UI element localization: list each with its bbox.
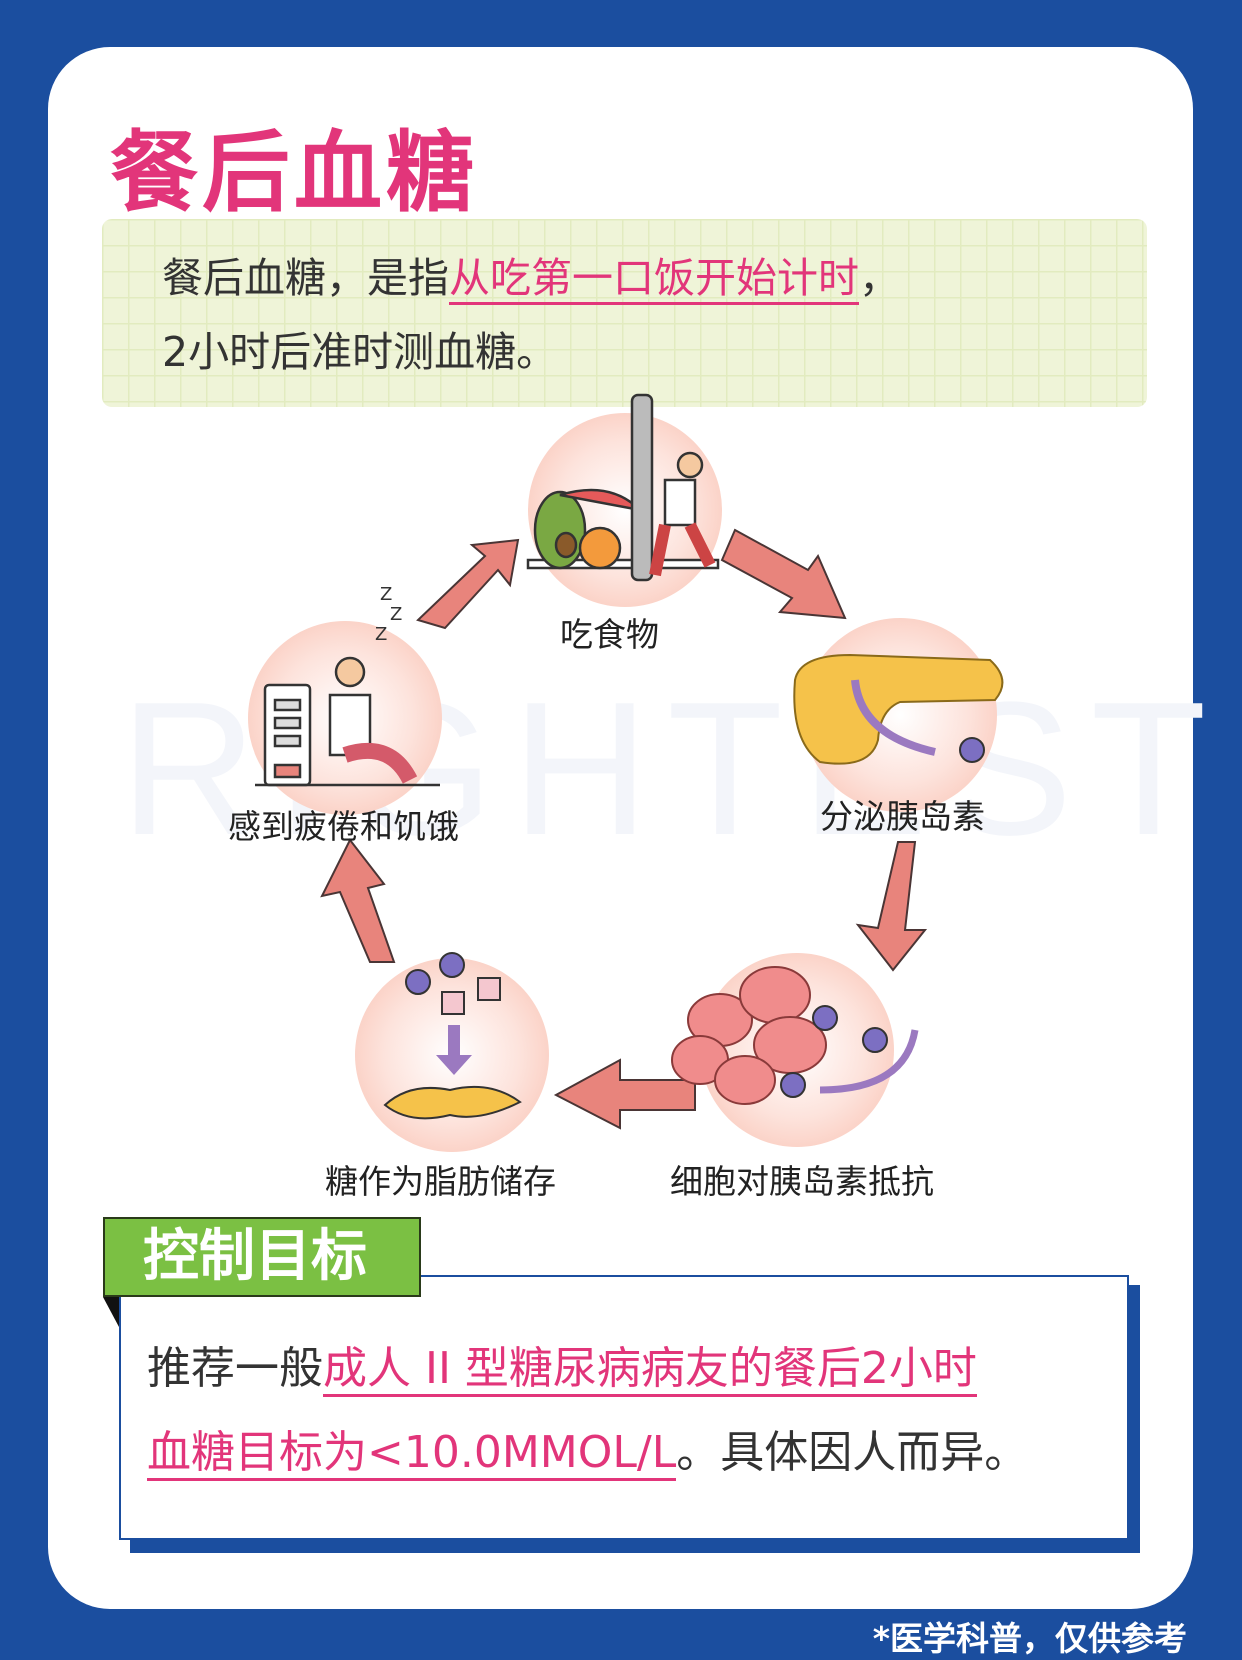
footer-disclaimer: *医学科普，仅供参考	[872, 1619, 1187, 1658]
intro-prefix: 餐后血糖，是指	[162, 254, 449, 302]
arrow-1	[720, 528, 847, 620]
step-label-fat: 糖作为脂肪储存	[325, 1162, 556, 1201]
fat-storage-illustration	[383, 952, 522, 1120]
svg-text:Z: Z	[390, 604, 402, 625]
intro-highlight: 从吃第一口饭开始计时	[449, 254, 859, 305]
control-tag: 控制目标	[103, 1217, 421, 1297]
tired-person-illustration: Z Z Z	[255, 584, 440, 787]
svg-text:Z: Z	[380, 584, 392, 605]
svg-text:Z: Z	[375, 624, 387, 645]
cycle-arrows	[320, 528, 928, 1130]
control-highlight-1: 成人 II 型糖尿病病友的餐后2小时	[323, 1343, 977, 1397]
arrow-2	[855, 841, 928, 972]
step-label-insulin: 分泌胰岛素	[820, 797, 985, 836]
control-highlight-2: 血糖目标为<10.0MMOL/L	[147, 1427, 677, 1481]
cells-illustration	[671, 966, 919, 1105]
page-title: 餐后血糖	[110, 121, 479, 224]
intro-line2: 2小时后准时测血糖。	[162, 328, 558, 376]
intro-box: 餐后血糖，是指从吃第一口饭开始计时， 2小时后准时测血糖。	[102, 219, 1147, 407]
arrow-5	[416, 538, 520, 630]
intro-suffix: ，	[859, 254, 900, 302]
control-box: 推荐一般成人 II 型糖尿病病友的餐后2小时 血糖目标为<10.0MMOL/L。…	[119, 1275, 1129, 1540]
arrow-3	[553, 1058, 696, 1130]
step-label-resistance: 细胞对胰岛素抵抗	[670, 1162, 934, 1201]
food-fork-illustration	[526, 393, 720, 582]
arrow-4	[320, 838, 396, 963]
pancreas-illustration	[793, 653, 1004, 765]
tag-fold	[103, 1297, 119, 1327]
control-prefix: 推荐一般	[147, 1343, 323, 1394]
step-label-eat: 吃食物	[560, 615, 659, 654]
step-label-tired: 感到疲倦和饥饿	[228, 807, 459, 846]
control-suffix: 。具体因人而异。	[676, 1427, 1029, 1478]
